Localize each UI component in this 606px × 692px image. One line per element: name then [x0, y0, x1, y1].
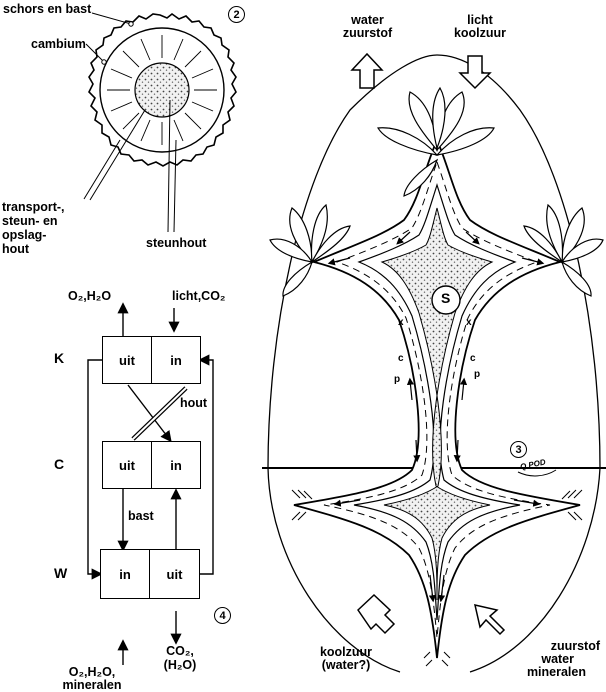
box-c-in: in — [151, 441, 201, 489]
label-co2-out: koolzuur (water?) — [306, 646, 386, 672]
label-top-in: licht,CO₂ — [172, 290, 225, 303]
arrow-up-water — [352, 54, 382, 88]
stem-cross-section — [84, 13, 236, 232]
label-cambium: cambium — [31, 38, 86, 51]
loop-k-to-w-left — [88, 360, 102, 574]
box-w-out: uit — [149, 549, 200, 599]
box-k-in: in — [151, 336, 201, 384]
edge-label-wood: hout — [180, 397, 207, 410]
figure-number-2: 2 — [228, 6, 245, 23]
box-w-in: in — [100, 549, 150, 599]
tissue-c-right: c — [470, 352, 476, 365]
label-oxygen-water-minerals: zuurstof water mineralen — [470, 640, 600, 679]
label-bottom-in: O₂,H₂O, mineralen — [52, 666, 132, 692]
label-bark: schors en bast — [3, 3, 91, 16]
tissue-p-right: p — [474, 368, 480, 381]
row-label-w: W — [54, 567, 67, 580]
label-transport-wood: transport-, steun- en opslag- hout — [2, 200, 65, 256]
tissue-p-left: p — [394, 373, 400, 386]
label-top-out: O₂,H₂O — [68, 290, 111, 303]
figure-number-4: 4 — [214, 607, 231, 624]
label-light-co2: licht koolzuur — [440, 14, 520, 40]
row-label-k: K — [54, 352, 64, 365]
label-water-oxygen: water zuurstof — [330, 14, 405, 40]
box-c-out: uit — [102, 441, 152, 489]
arrow-out-koolzuur — [358, 595, 394, 633]
loop-w-to-k-right — [200, 360, 213, 574]
tissue-x-right: x — [466, 316, 472, 329]
row-label-c: C — [54, 458, 64, 471]
tissue-x-left: x — [398, 316, 404, 329]
edge-label-bark: bast — [128, 510, 154, 523]
label-heartwood: steunhout — [146, 237, 206, 250]
leaf-cluster-right — [524, 205, 603, 296]
arrow-in-zuurstof — [475, 605, 504, 634]
figure-number-3: 3 — [510, 441, 527, 458]
center-label-s: S — [441, 292, 450, 305]
tree-diagram — [262, 54, 606, 672]
heartwood-core — [135, 63, 189, 117]
box-k-out: uit — [102, 336, 152, 384]
tissue-c-left: c — [398, 352, 404, 365]
leaf-cluster-left — [270, 205, 350, 296]
label-bottom-out: CO₂, (H₂O) — [150, 644, 210, 672]
